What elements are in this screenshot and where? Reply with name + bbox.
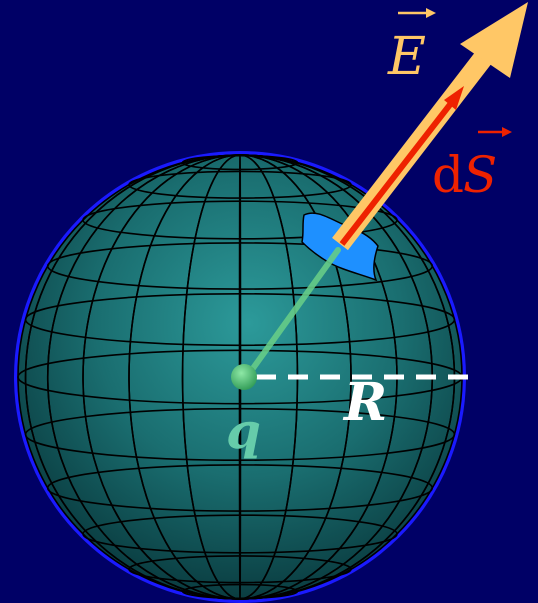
field-label: E	[387, 8, 436, 87]
point-charge	[231, 364, 257, 390]
radius-label: R	[342, 372, 387, 433]
charge-to-patch-line	[243, 247, 341, 381]
area-label: d S	[432, 127, 512, 204]
sphere-grid	[17, 154, 463, 600]
area-vector-arrow	[339, 86, 464, 246]
area-label-prefix: d	[432, 146, 464, 204]
area-label-symbol: S	[463, 146, 497, 204]
charge-label: q	[226, 401, 261, 460]
field-label-text: E	[387, 27, 426, 87]
